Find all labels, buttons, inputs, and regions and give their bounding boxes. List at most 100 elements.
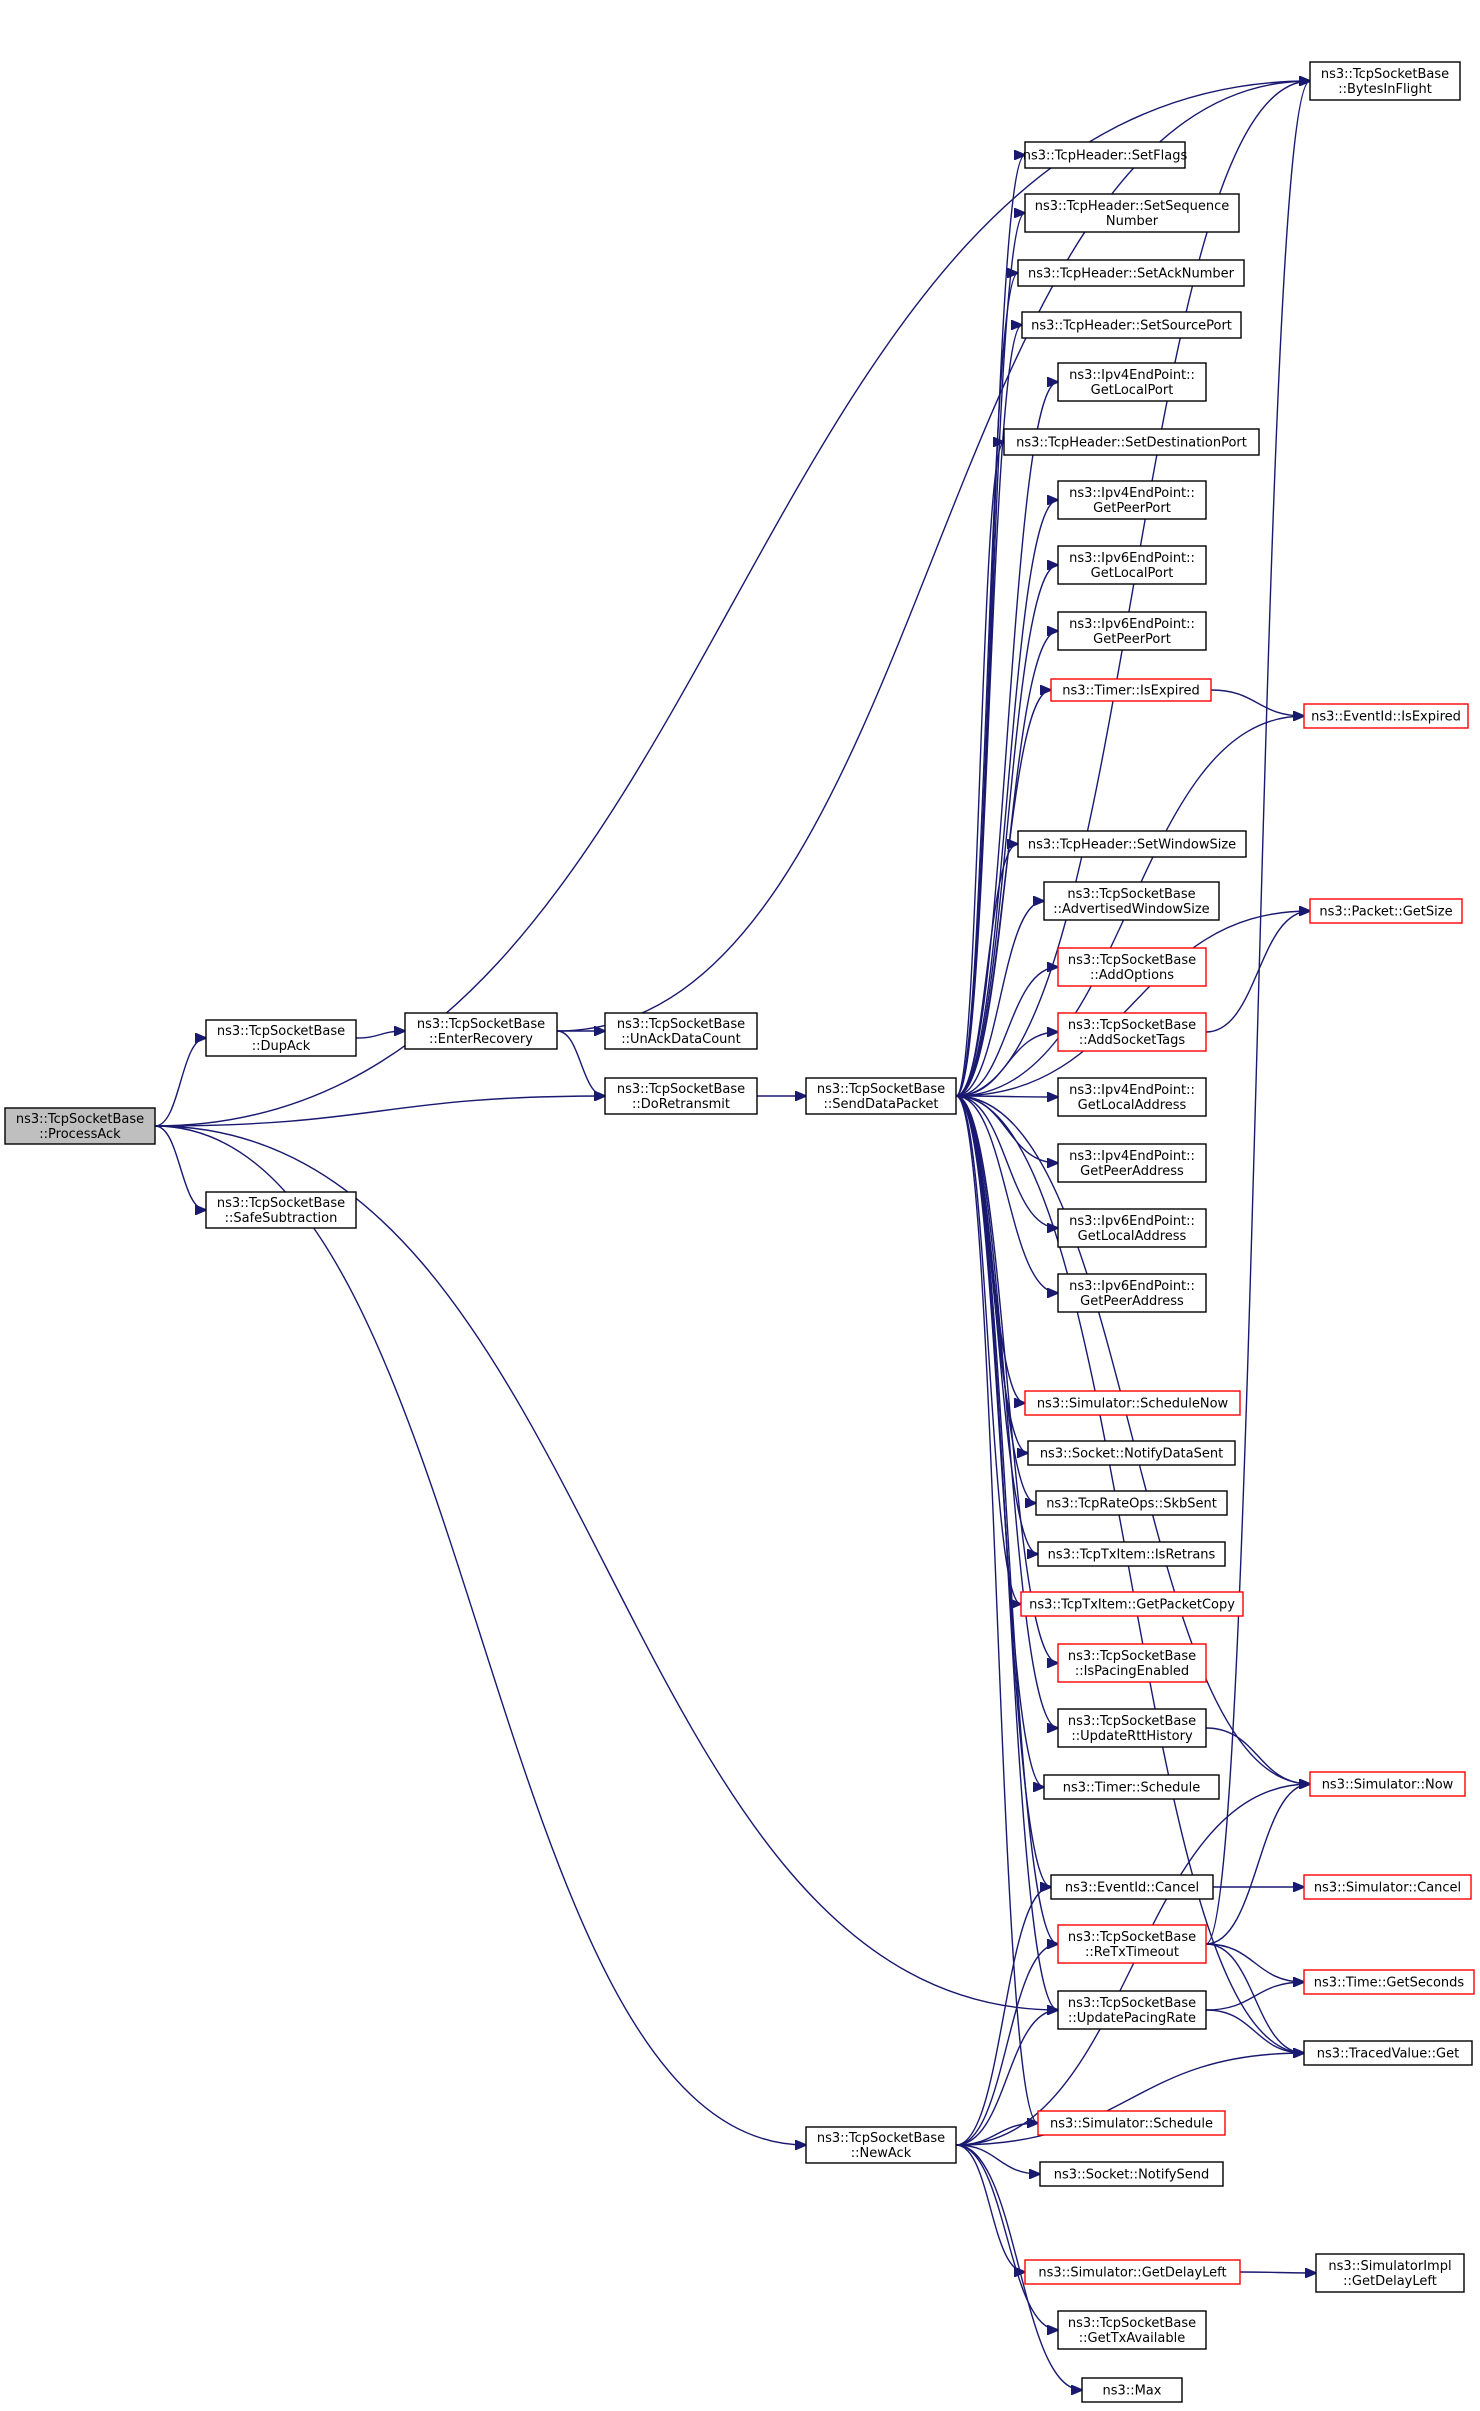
edge-retxtimeout-to-timegetseconds <box>1205 1943 1304 1982</box>
node-max[interactable]: ns3::Max <box>1081 2377 1183 2403</box>
node-box <box>1021 311 1242 339</box>
node-label: ::NewAck <box>851 2146 912 2161</box>
node-box <box>805 1077 957 1115</box>
node-label: ::GetTxAvailable <box>1079 2331 1185 2346</box>
node-label: ns3::Packet::GetSize <box>1319 905 1452 920</box>
node-eventidisexpired[interactable]: ns3::EventId::IsExpired <box>1303 703 1469 729</box>
node-box <box>1050 1874 1214 1900</box>
node-simimplgetdelayleft[interactable]: ns3::SimulatorImpl::GetDelayLeft <box>1315 2253 1465 2293</box>
node-label: ns3::TcpHeader::SetWindowSize <box>1028 838 1236 853</box>
edge-senddatapacket-to-ispacingenabled <box>955 1095 1058 1663</box>
node-label: ::EnterRecovery <box>429 1032 533 1047</box>
node-ipv4getpeeraddr[interactable]: ns3::Ipv4EndPoint::GetPeerAddress <box>1057 1143 1207 1183</box>
node-timerisexpired[interactable]: ns3::Timer::IsExpired <box>1050 678 1212 702</box>
node-updatepacingrate[interactable]: ns3::TcpSocketBase::UpdatePacingRate <box>1057 1990 1207 2030</box>
node-box <box>1309 1771 1466 1797</box>
node-notifysend[interactable]: ns3::Socket::NotifySend <box>1039 2161 1224 2187</box>
node-label: GetPeerAddress <box>1080 1294 1184 1309</box>
edge-senddatapacket-to-retxtimeout <box>955 1095 1058 1944</box>
node-box <box>1309 61 1461 101</box>
node-label: ns3::Ipv6EndPoint:: <box>1069 551 1195 566</box>
node-setdstport[interactable]: ns3::TcpHeader::SetDestinationPort <box>1003 428 1260 456</box>
node-retxtimeout[interactable]: ns3::TcpSocketBase::ReTxTimeout <box>1057 1924 1207 1964</box>
node-label: ::UpdateRttHistory <box>1071 1729 1193 1744</box>
node-setsrcport[interactable]: ns3::TcpHeader::SetSourcePort <box>1021 311 1242 339</box>
node-label: ns3::TcpHeader::SetFlags <box>1023 149 1188 164</box>
edge-processack-to-dupack <box>154 1038 206 1127</box>
node-getdelayleft[interactable]: ns3::Simulator::GetDelayLeft <box>1024 2259 1241 2285</box>
node-label: ns3::Ipv6EndPoint:: <box>1069 1214 1195 1229</box>
node-box <box>205 1019 357 1057</box>
node-box <box>4 1107 156 1145</box>
node-timegetseconds[interactable]: ns3::Time::GetSeconds <box>1303 1969 1475 1995</box>
node-label: ns3::Socket::NotifyDataSent <box>1040 1447 1223 1462</box>
node-ipv4getlocalport[interactable]: ns3::Ipv4EndPoint::GetLocalPort <box>1057 362 1207 402</box>
node-addoptions[interactable]: ns3::TcpSocketBase::AddOptions <box>1057 947 1207 987</box>
node-timerschedule[interactable]: ns3::Timer::Schedule <box>1043 1774 1220 1800</box>
node-processack[interactable]: ns3::TcpSocketBase::ProcessAck <box>4 1107 156 1145</box>
node-label: ns3::Simulator::Cancel <box>1314 1881 1461 1896</box>
node-advwindowsize[interactable]: ns3::TcpSocketBase::AdvertisedWindowSize <box>1043 881 1220 921</box>
node-simcancel[interactable]: ns3::Simulator::Cancel <box>1303 1874 1472 1900</box>
node-label: ns3::EventId::Cancel <box>1065 1881 1199 1896</box>
node-newack[interactable]: ns3::TcpSocketBase::NewAck <box>805 2126 957 2164</box>
node-simschedule[interactable]: ns3::Simulator::Schedule <box>1037 2110 1226 2136</box>
node-eventidcancel[interactable]: ns3::EventId::Cancel <box>1050 1874 1214 1900</box>
node-label: ns3::Timer::IsExpired <box>1062 684 1199 699</box>
edge-senddatapacket-to-setdstport <box>955 442 1004 1097</box>
node-setwindowsize[interactable]: ns3::TcpHeader::SetWindowSize <box>1017 830 1247 858</box>
node-tracedvalueget[interactable]: ns3::TracedValue::Get <box>1303 2040 1473 2066</box>
node-ipv6getlocaladdr[interactable]: ns3::Ipv6EndPoint::GetLocalAddress <box>1057 1208 1207 1248</box>
node-box <box>1309 898 1463 924</box>
node-box <box>1003 428 1260 456</box>
node-dupack[interactable]: ns3::TcpSocketBase::DupAck <box>205 1019 357 1057</box>
node-box <box>1024 141 1186 169</box>
node-bytesinflight[interactable]: ns3::TcpSocketBase::BytesInFlight <box>1309 61 1461 101</box>
node-isretrans[interactable]: ns3::TcpTxItem::IsRetrans <box>1037 1541 1226 1567</box>
node-ipv4getpeerport[interactable]: ns3::Ipv4EndPoint::GetPeerPort <box>1057 480 1207 520</box>
node-ipv4getlocaladdr[interactable]: ns3::Ipv4EndPoint::GetLocalAddress <box>1057 1077 1207 1117</box>
node-skbsent[interactable]: ns3::TcpRateOps::SkbSent <box>1035 1490 1228 1516</box>
node-label: ::AddSocketTags <box>1079 1033 1185 1048</box>
node-label: ns3::TcpHeader::SetSourcePort <box>1031 319 1232 334</box>
node-schedulenow[interactable]: ns3::Simulator::ScheduleNow <box>1024 1390 1241 1416</box>
node-ipv6getpeeraddr[interactable]: ns3::Ipv6EndPoint::GetPeerAddress <box>1057 1273 1207 1313</box>
node-updaterttHistory[interactable]: ns3::TcpSocketBase::UpdateRttHistory <box>1057 1708 1207 1748</box>
node-box <box>1057 1273 1207 1313</box>
node-label: ::ReTxTimeout <box>1085 1945 1179 1960</box>
edge-retxtimeout-to-tracedvalueget <box>1205 1943 1304 2053</box>
edge-getdelayleft-to-simimplgetdelayleft <box>1239 2272 1316 2273</box>
node-label: ns3::TracedValue::Get <box>1317 2047 1459 2062</box>
node-packetgetsize[interactable]: ns3::Packet::GetSize <box>1309 898 1463 924</box>
node-enterrecovery[interactable]: ns3::TcpSocketBase::EnterRecovery <box>404 1012 558 1050</box>
node-setacknum[interactable]: ns3::TcpHeader::SetAckNumber <box>1017 259 1245 287</box>
node-simnow[interactable]: ns3::Simulator::Now <box>1309 1771 1466 1797</box>
edge-senddatapacket-to-addoptions <box>955 967 1058 1097</box>
node-notifydatasent[interactable]: ns3::Socket::NotifyDataSent <box>1027 1440 1236 1466</box>
edge-senddatapacket-to-setflags <box>955 155 1025 1097</box>
node-label: ::SendDataPacket <box>823 1097 938 1112</box>
node-senddatapacket[interactable]: ns3::TcpSocketBase::SendDataPacket <box>805 1077 957 1115</box>
node-label: GetPeerPort <box>1093 501 1171 516</box>
node-ispacingenabled[interactable]: ns3::TcpSocketBase::IsPacingEnabled <box>1057 1643 1207 1683</box>
edge-senddatapacket-to-ipv6getlocaladdr <box>955 1095 1058 1228</box>
edge-senddatapacket-to-isretrans <box>955 1095 1038 1554</box>
node-setflags[interactable]: ns3::TcpHeader::SetFlags <box>1023 141 1188 169</box>
node-label: ::ProcessAck <box>39 1127 121 1142</box>
node-doretransmit[interactable]: ns3::TcpSocketBase::DoRetransmit <box>604 1077 758 1115</box>
node-ipv6getlocalport[interactable]: ns3::Ipv6EndPoint::GetLocalPort <box>1057 545 1207 585</box>
node-gettxavailable[interactable]: ns3::TcpSocketBase::GetTxAvailable <box>1057 2310 1207 2350</box>
edge-senddatapacket-to-ipv4getpeerport <box>955 500 1058 1097</box>
node-box <box>404 1012 558 1050</box>
node-ipv6getpeerport[interactable]: ns3::Ipv6EndPoint::GetPeerPort <box>1057 611 1207 651</box>
edge-senddatapacket-to-bytesinflight <box>955 81 1310 1097</box>
node-safesub[interactable]: ns3::TcpSocketBase::SafeSubtraction <box>205 1191 357 1229</box>
node-box <box>1057 1990 1207 2030</box>
edge-newack-to-retxtimeout <box>955 1944 1058 2146</box>
node-unackdatacount[interactable]: ns3::TcpSocketBase::UnAckDataCount <box>604 1012 758 1050</box>
node-box <box>1303 703 1469 729</box>
node-box <box>1057 1708 1207 1748</box>
node-addsockettags[interactable]: ns3::TcpSocketBase::AddSocketTags <box>1057 1012 1207 1052</box>
node-getpacketcopy[interactable]: ns3::TcpTxItem::GetPacketCopy <box>1020 1591 1244 1617</box>
